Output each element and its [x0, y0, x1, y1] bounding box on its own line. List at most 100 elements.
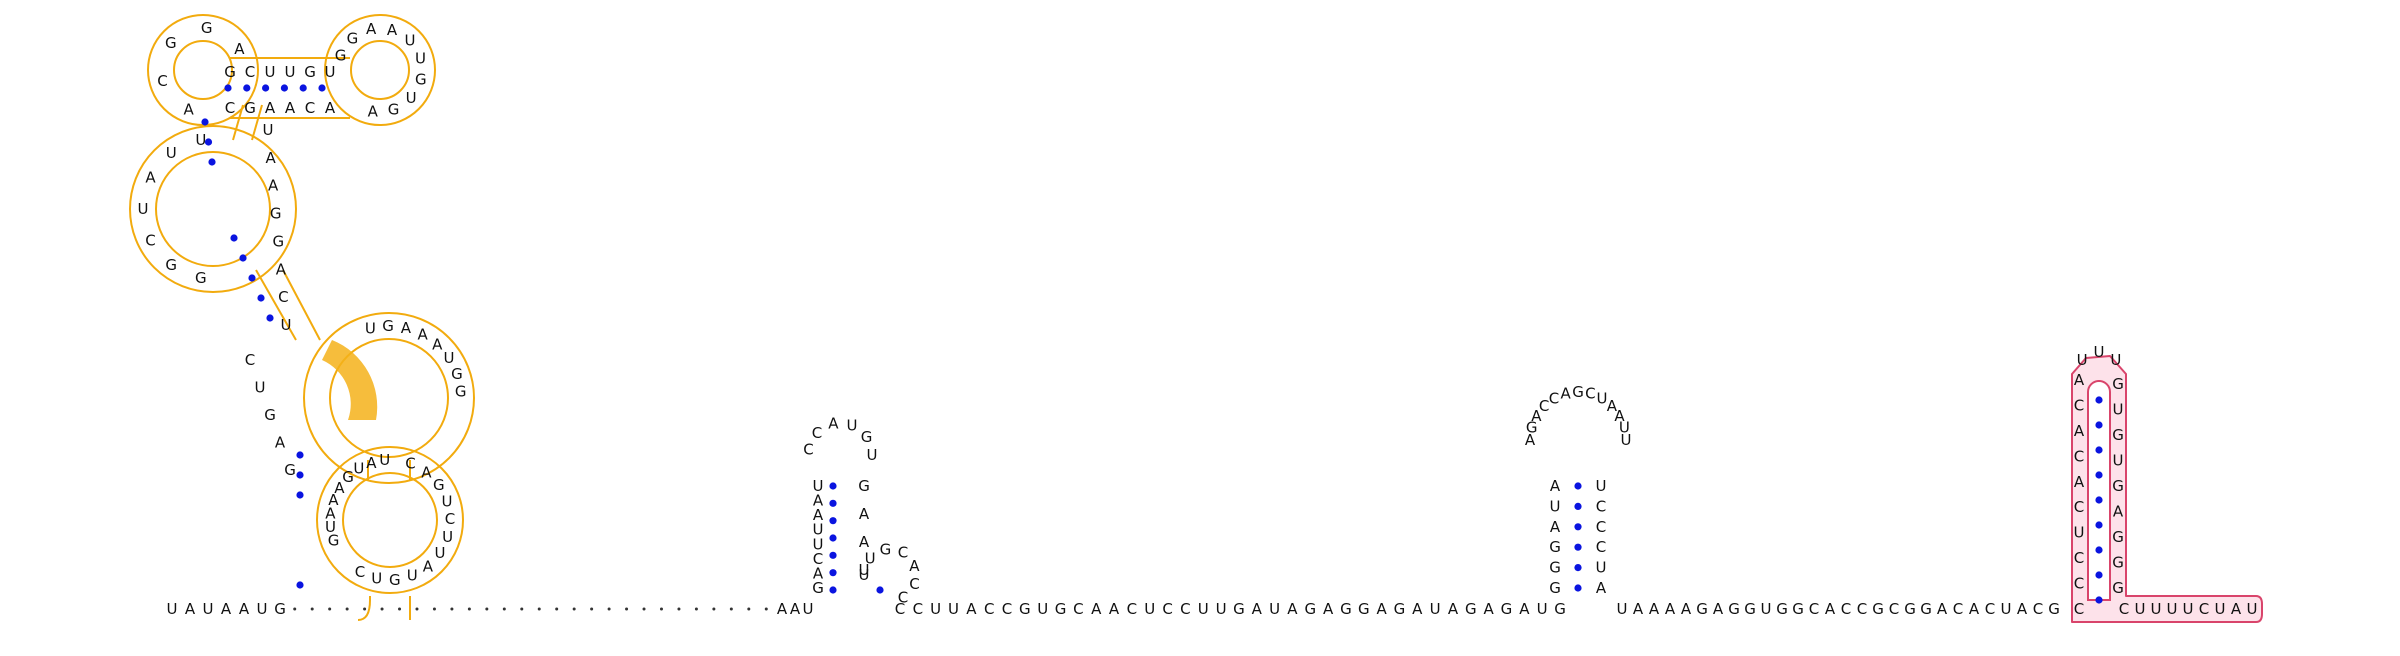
base-pair: [204, 138, 213, 146]
base-pair: [280, 84, 288, 92]
nucleotide: U: [407, 567, 418, 585]
nucleotide: U: [813, 477, 824, 495]
orange-domain-outline: [342, 472, 438, 568]
nucleotide: U: [948, 600, 959, 618]
backbone-dot: [764, 607, 768, 611]
nucleotide: U: [203, 600, 214, 618]
orange-domain-outline: [324, 14, 436, 126]
backbone-dot: [485, 607, 489, 611]
nucleotide: G: [1055, 600, 1067, 618]
nucleotide: A: [1287, 600, 1298, 618]
base-pair: [299, 84, 307, 92]
nucleotide: G: [195, 269, 207, 287]
nucleotide: U: [2247, 600, 2258, 618]
nucleotide: U: [803, 600, 814, 618]
nucleotide: C: [278, 288, 288, 306]
nucleotide: C: [803, 440, 813, 458]
nucleotide: U: [1621, 431, 1632, 449]
base-pair: [296, 451, 304, 459]
nucleotide: U: [2110, 351, 2121, 369]
nucleotide: A: [2113, 503, 2124, 521]
nucleotide: U: [930, 600, 941, 618]
nucleotide: C: [1002, 600, 1012, 618]
nucleotide: U: [2001, 600, 2012, 618]
backbone-dot: [555, 607, 559, 611]
backbone-dot: [432, 607, 436, 611]
base-pair: [239, 254, 247, 262]
nucleotide: G: [455, 383, 467, 401]
nucleotide: A: [1376, 600, 1387, 618]
nucleotide: C: [355, 563, 365, 581]
backbone-dot: [328, 607, 332, 611]
nucleotide: A: [1412, 600, 1423, 618]
backbone-dot: [398, 607, 402, 611]
nucleotide: A: [275, 434, 286, 452]
backbone-dot: [310, 607, 314, 611]
domain-highlights: [129, 14, 2263, 623]
nucleotide: C: [1127, 600, 1137, 618]
nucleotide: A: [1665, 600, 1676, 618]
orange-domain-outline: [316, 446, 464, 594]
nucleotide: U: [1596, 559, 1607, 577]
nucleotide: U: [2074, 524, 2085, 542]
nucleotide: A: [1091, 600, 1102, 618]
nucleotide: U: [138, 200, 149, 218]
backbone-dot: [450, 607, 454, 611]
backbone-dot: [712, 607, 716, 611]
nucleotide: U: [404, 32, 415, 50]
backbone-dot: [345, 607, 349, 611]
base-pair: [266, 314, 274, 322]
nucleotide: U: [2135, 600, 2146, 618]
nucleotide: G: [382, 317, 394, 335]
nucleotide: G: [1904, 600, 1916, 618]
nucleotide: G: [1728, 600, 1740, 618]
nucleotide: C: [2074, 498, 2084, 516]
nucleotide: G: [1394, 600, 1406, 618]
base-pair: [243, 84, 251, 92]
nucleotide: G: [347, 29, 359, 47]
orange-domain-outline: [230, 57, 411, 480]
nucleotide: A: [1252, 600, 1263, 618]
nucleotide: A: [1560, 385, 1571, 403]
nucleotide: A: [325, 504, 336, 522]
base-pair: [248, 274, 256, 282]
nucleotide: C: [1539, 397, 1549, 415]
base-pair: [2095, 421, 2103, 429]
nucleotide: U: [166, 144, 177, 162]
nucleotide: G: [264, 406, 276, 424]
backbone-dot: [642, 607, 646, 611]
nucleotide: U: [865, 549, 876, 567]
nucleotide: C: [898, 589, 908, 607]
nucleotide: C: [913, 600, 923, 618]
pink-domain-inner: [2087, 380, 2111, 601]
orange-highlight-segment: [322, 340, 378, 420]
nucleotide: A: [1531, 407, 1542, 425]
nucleotide: U: [2094, 343, 2105, 361]
nucleotide: A: [239, 600, 250, 618]
nucleotide: A: [1596, 579, 1607, 597]
nucleotide: C: [895, 600, 905, 618]
nucleotide: A: [790, 600, 801, 618]
nucleotide: C: [305, 99, 315, 117]
nucleotide: G: [2112, 375, 2124, 393]
nucleotide: G: [224, 63, 236, 81]
nucleotide: C: [1180, 600, 1190, 618]
nucleotide: U: [1550, 497, 1561, 515]
base-pair: [208, 158, 216, 166]
base-pair: [2095, 571, 2103, 579]
nucleotide: U: [2151, 600, 2162, 618]
nucleotide: U: [1619, 419, 1630, 437]
nucleotide: C: [1889, 600, 1899, 618]
nucleotide: C: [1549, 389, 1559, 407]
nucleotide: A: [1519, 600, 1530, 618]
nucleotide: A: [432, 336, 443, 354]
base-pair: [2095, 546, 2103, 554]
nucleotide: A: [185, 600, 196, 618]
nucleotide: G: [2048, 600, 2060, 618]
nucleotide: G: [2112, 528, 2124, 546]
nucleotide: A: [859, 505, 870, 523]
backbone-dot: [694, 607, 698, 611]
nucleotide: G: [1304, 600, 1316, 618]
nucleotide: G: [1696, 600, 1708, 618]
base-pair: [829, 551, 837, 559]
